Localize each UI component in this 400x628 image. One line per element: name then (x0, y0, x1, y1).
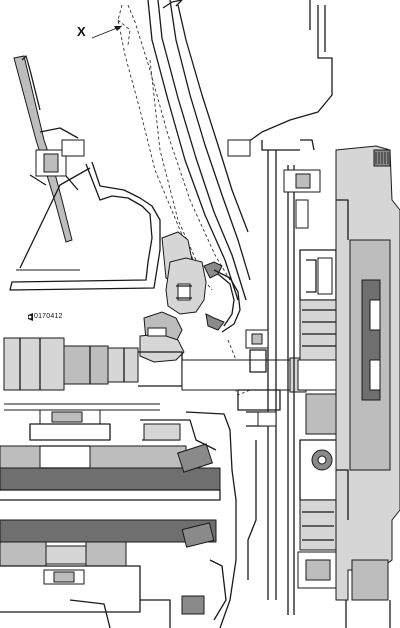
bell-housing-wall (147, 0, 251, 301)
fasteners (227, 139, 315, 427)
mount-bracket-left (13, 55, 85, 243)
flywheel (335, 145, 400, 628)
housing-top-right (247, 0, 333, 151)
drawing-code-mark (28, 313, 33, 321)
cover-plate-left (9, 161, 161, 291)
output-shaft (0, 519, 217, 628)
housing-center-wall (140, 411, 237, 628)
release-bearing (139, 231, 241, 363)
shift-fork-dashed (117, 4, 251, 396)
drawing-code-label: 0170412 (34, 313, 63, 320)
callout-arrow-x (91, 25, 123, 39)
countershaft (0, 409, 221, 501)
callout-label-x: X (77, 24, 86, 39)
